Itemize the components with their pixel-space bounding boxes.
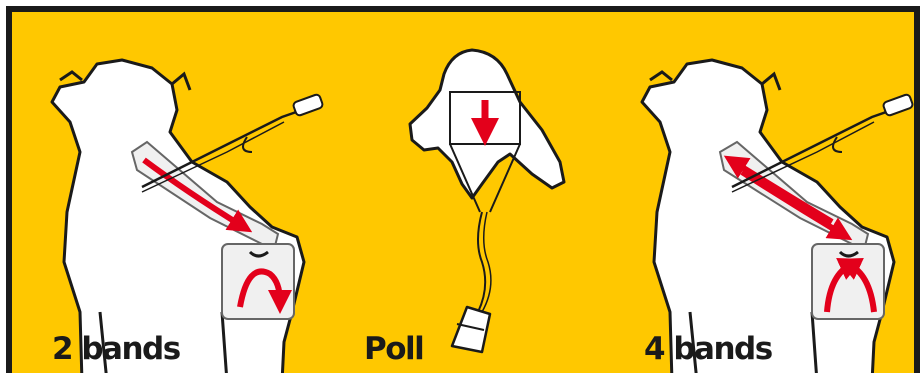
sheep-right-icon: [642, 60, 914, 373]
sheep-head-top-icon: [410, 50, 564, 352]
label-poll: Poll: [364, 334, 423, 365]
label-4-bands: 4 bands: [644, 334, 772, 365]
sheep-left-icon: [52, 60, 324, 373]
label-2-bands: 2 bands: [52, 334, 180, 365]
illustration-panel: 2 bands Poll 4 bands: [6, 6, 920, 373]
